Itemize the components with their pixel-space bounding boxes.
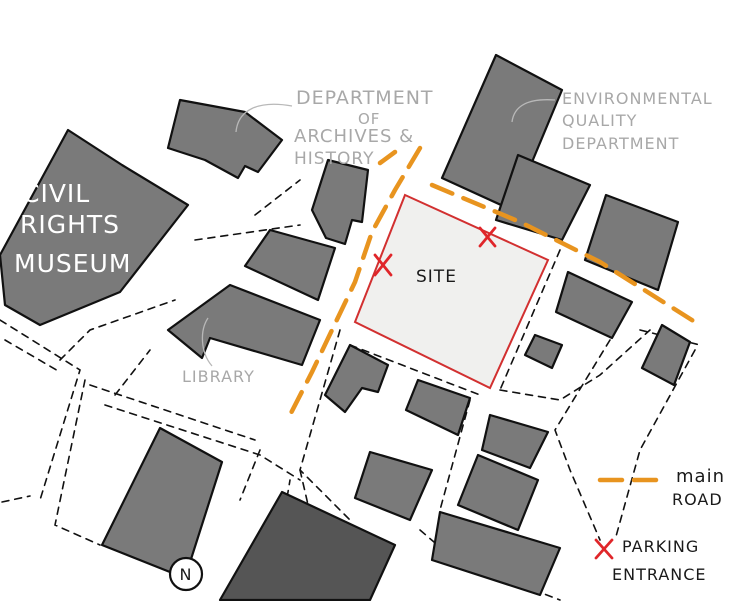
building [404,378,472,437]
north-letter: N [180,565,193,584]
building [494,153,592,242]
legend-parking-label: PARKING [622,537,699,556]
label-line: ENVIRONMENTAL [562,89,713,108]
building [523,333,564,370]
label-line: QUALITY [562,111,637,130]
north-compass-icon: N [168,556,204,592]
civil-rights-museum-label: CIVIL RIGHTS MUSEUM [14,179,131,278]
label-line: MUSEUM [14,249,131,278]
leader-line [511,99,556,123]
buildings [0,53,692,601]
archives-history-building [310,158,370,246]
building [456,453,540,532]
building [480,413,550,470]
civil-rights-museum-building [0,128,190,327]
building [100,426,224,580]
parking-entrance-x-icon [373,253,393,277]
building [640,323,692,387]
leader-line [201,317,213,367]
building [218,490,397,601]
legend-main-road-label: ROAD [672,490,723,509]
building [554,270,634,340]
building [430,510,562,597]
library-building [166,283,322,367]
street-line [114,349,151,396]
label-line: DEPARTMENT [296,87,434,109]
street-line [54,379,101,546]
building [583,193,680,292]
parking-entrances [373,226,497,277]
library-label: LIBRARY [182,367,255,386]
parking-legend-x-icon [594,538,614,560]
main-road [287,145,423,418]
main-road [377,149,398,166]
site-label: SITE [416,267,457,287]
street-line [0,319,81,501]
street-line [104,404,301,481]
label-line: CIVIL [22,179,90,208]
street-line [349,344,481,396]
leader-line [235,103,293,133]
street-line [194,224,301,241]
building [243,228,337,302]
street-line [89,384,256,441]
building [323,343,390,414]
legend-main-road-label: main [676,466,725,487]
main-roads [287,145,698,418]
building [166,98,284,180]
street-line [554,339,611,541]
street-line [254,179,301,216]
street-line [4,339,61,373]
main-road [429,182,698,325]
label-line: DEPARTMENT [562,134,679,153]
site-parcel [353,193,550,390]
label-line: OF [358,110,380,128]
label-leaders [201,99,556,367]
label-line: ARCHIVES & [294,126,414,147]
label-line: HISTORY [294,149,374,169]
street-line [439,399,471,511]
street-line [614,349,696,541]
parking-entrance-x-icon [478,226,497,248]
legend-parking-label: ENTRANCE [612,565,707,584]
street-line [239,449,261,501]
archives-history-label: DEPARTMENT OF ARCHIVES & HISTORY [294,87,434,169]
label-line: RIGHTS [20,210,120,239]
street-line [1,495,31,503]
environmental-quality-label: ENVIRONMENTAL QUALITY DEPARTMENT [562,89,713,153]
street-line [499,249,561,391]
legend: main ROAD PARKING ENTRANCE [594,466,725,584]
street-line [59,299,176,361]
street-line [499,329,651,401]
building [353,450,434,522]
